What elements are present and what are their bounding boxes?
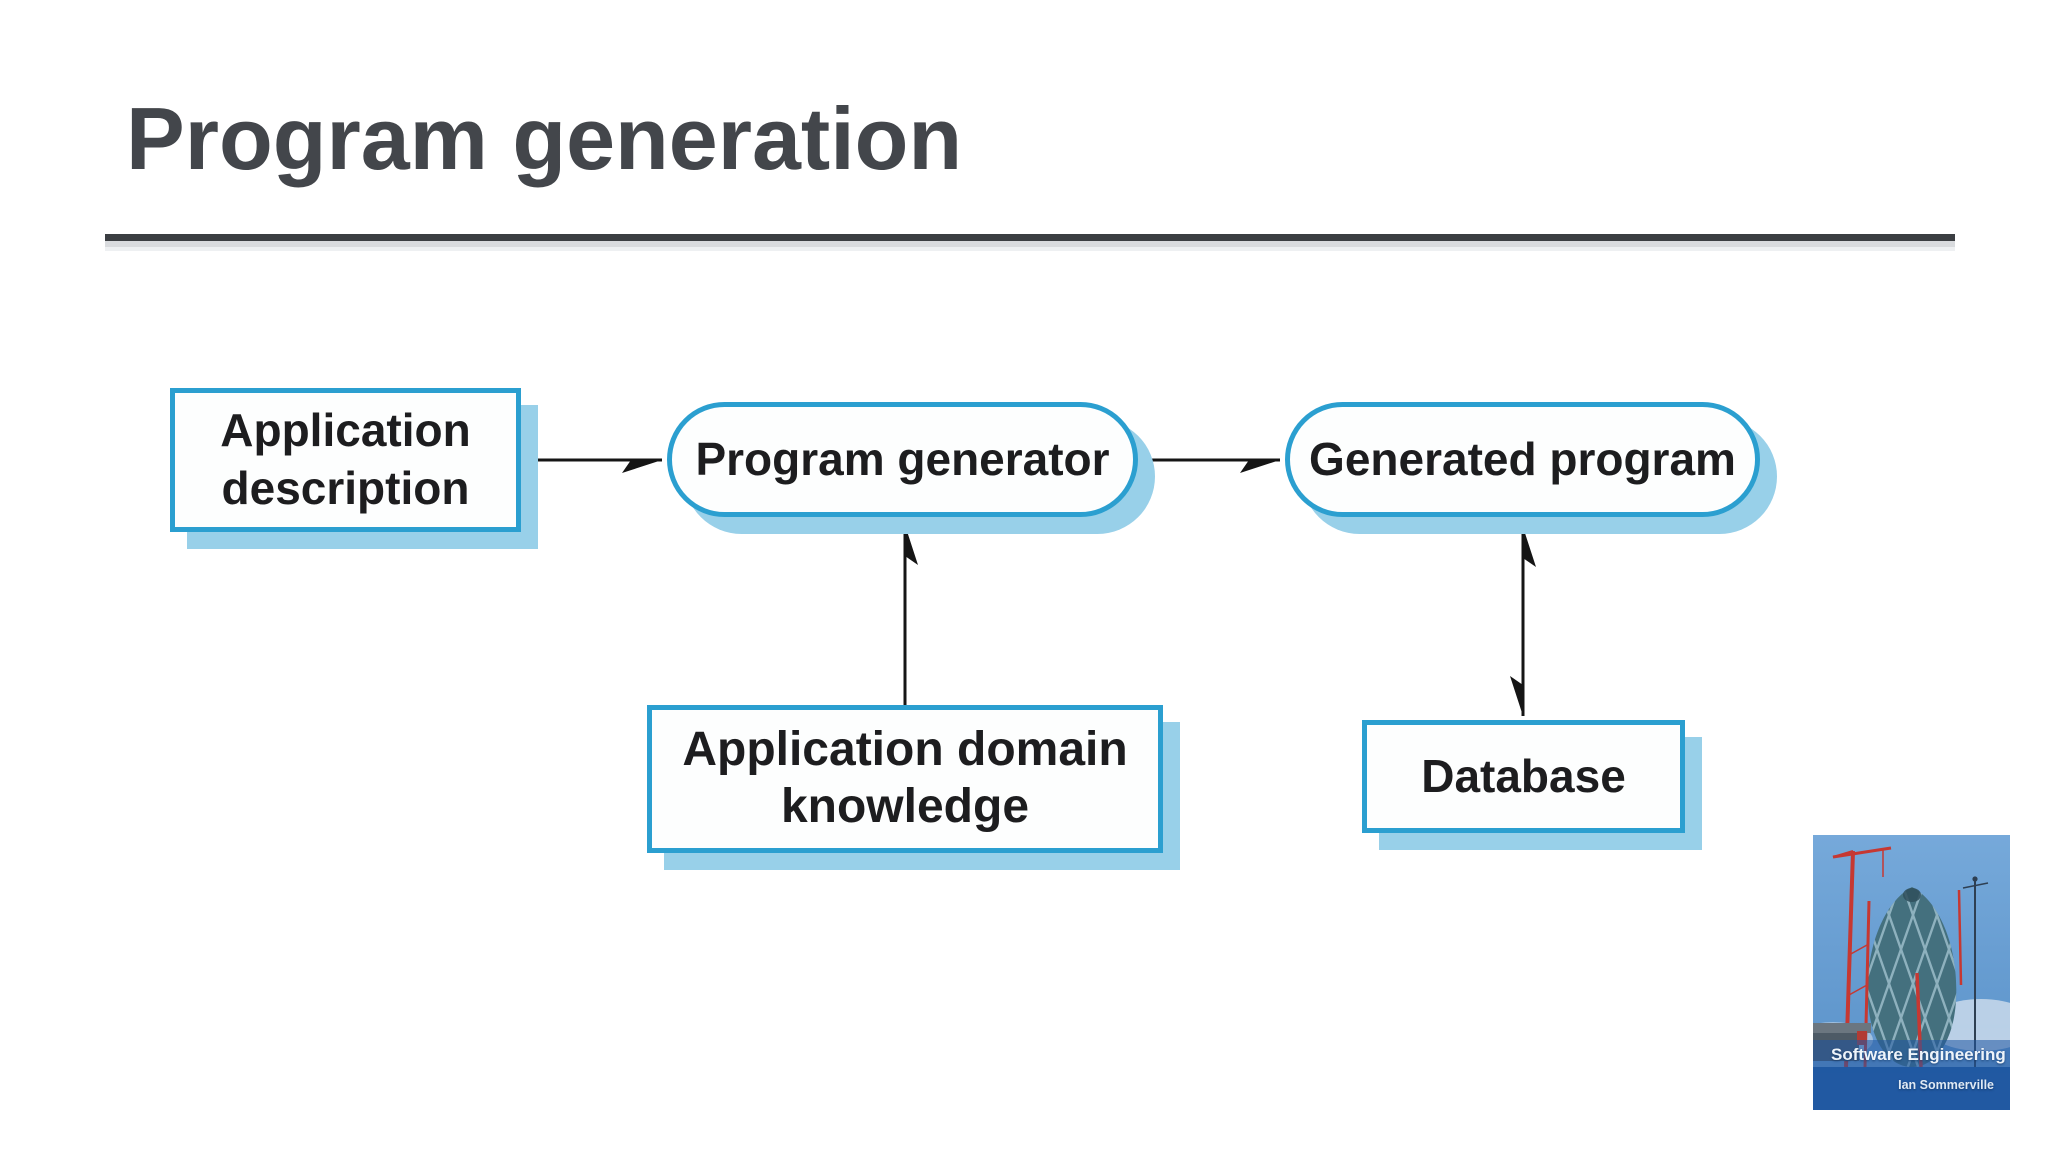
node-application-description: Application description [170, 388, 521, 532]
book-cover-author: Ian Sommerville [1898, 1078, 1994, 1092]
page-title: Program generation [126, 89, 963, 188]
node-label: Application domain knowledge [682, 723, 1128, 833]
title-underline-light [105, 241, 1955, 247]
title-underline-faint [105, 247, 1955, 251]
node-generated-program: Generated program [1285, 402, 1760, 517]
node-label: Database [1421, 749, 1626, 802]
node-label: Application description [220, 404, 471, 514]
node-database: Database [1362, 720, 1685, 833]
node-label: Program generator [695, 432, 1110, 485]
node-label: Generated program [1309, 432, 1736, 485]
title-underline-dark [105, 234, 1955, 241]
book-cover-art [1813, 835, 2010, 1110]
node-application-domain-knowledge: Application domain knowledge [647, 705, 1163, 853]
book-cover: Software Engineering Ian Sommerville [1813, 835, 2010, 1110]
book-cover-title: Software Engineering [1831, 1045, 2006, 1064]
node-program-generator: Program generator [667, 402, 1138, 517]
